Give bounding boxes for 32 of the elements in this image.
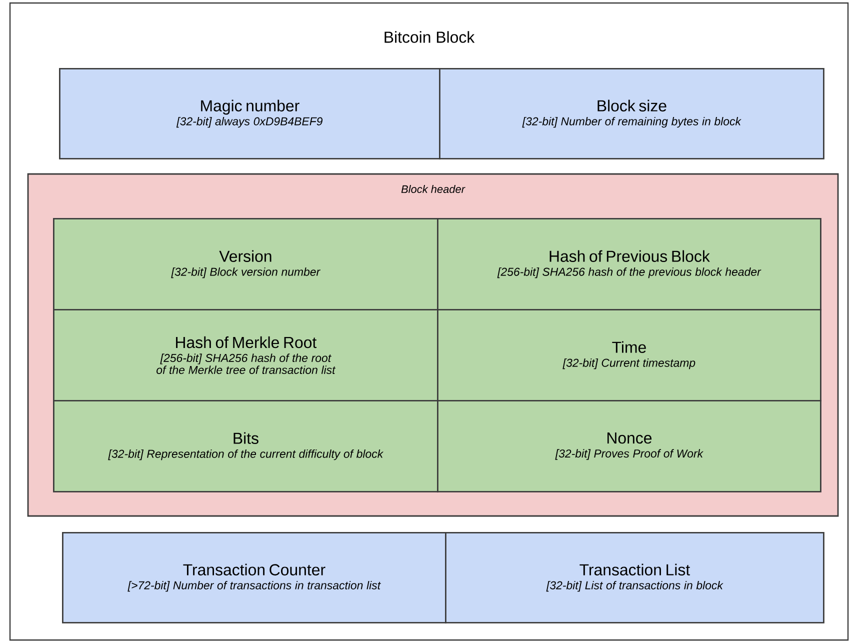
cell-heading: Version — [219, 250, 272, 262]
field-cell — [437, 400, 822, 492]
cell-description: [256-bit] SHA256 hash of the root of the Merkle tree of transaction list — [156, 354, 336, 374]
cell-description: [32-bit] Proves Proof of Work — [555, 449, 704, 460]
cell-heading: Hash of Previous Block — [550, 250, 710, 262]
section-label: Block header — [401, 184, 466, 194]
cell-heading: Magic number — [201, 100, 300, 115]
field-cell — [62, 532, 446, 624]
field-cell — [437, 218, 822, 310]
field-cell — [59, 68, 440, 160]
title: Bitcoin Block — [384, 31, 475, 43]
field-cell — [439, 68, 824, 160]
cell-description: [>72-bit] Number of transactions in transaction list — [128, 580, 381, 592]
cell-description: [32-bit] Block version number — [171, 267, 320, 278]
cell-heading: Time — [612, 341, 646, 353]
cell-heading: Block size — [598, 100, 666, 112]
cell-heading: Hash of Merkle Root — [176, 336, 317, 348]
cell-heading: Transaction Counter — [183, 564, 326, 576]
cell-description: [32-bit] List of transactions in block — [546, 580, 724, 592]
field-cell — [53, 400, 438, 492]
cell-heading: Transaction List — [580, 564, 690, 576]
cell-description: [32-bit] always 0xD9B4BEF9 — [176, 116, 322, 128]
field-cell — [53, 218, 438, 310]
field-cell — [53, 309, 438, 402]
cell-heading: Nonce — [607, 432, 652, 444]
field-cell — [445, 532, 824, 624]
cell-heading: Bits — [234, 432, 258, 444]
cell-description: [32-bit] Representation of the current difficulty of block — [108, 449, 384, 460]
cell-description: [32-bit] Current timestamp — [562, 358, 696, 370]
cell-description: [256-bit] SHA256 hash of the previous block header — [497, 267, 762, 278]
field-cell — [437, 309, 822, 402]
cell-description: [32-bit] Number of remaining bytes in block — [522, 116, 742, 128]
